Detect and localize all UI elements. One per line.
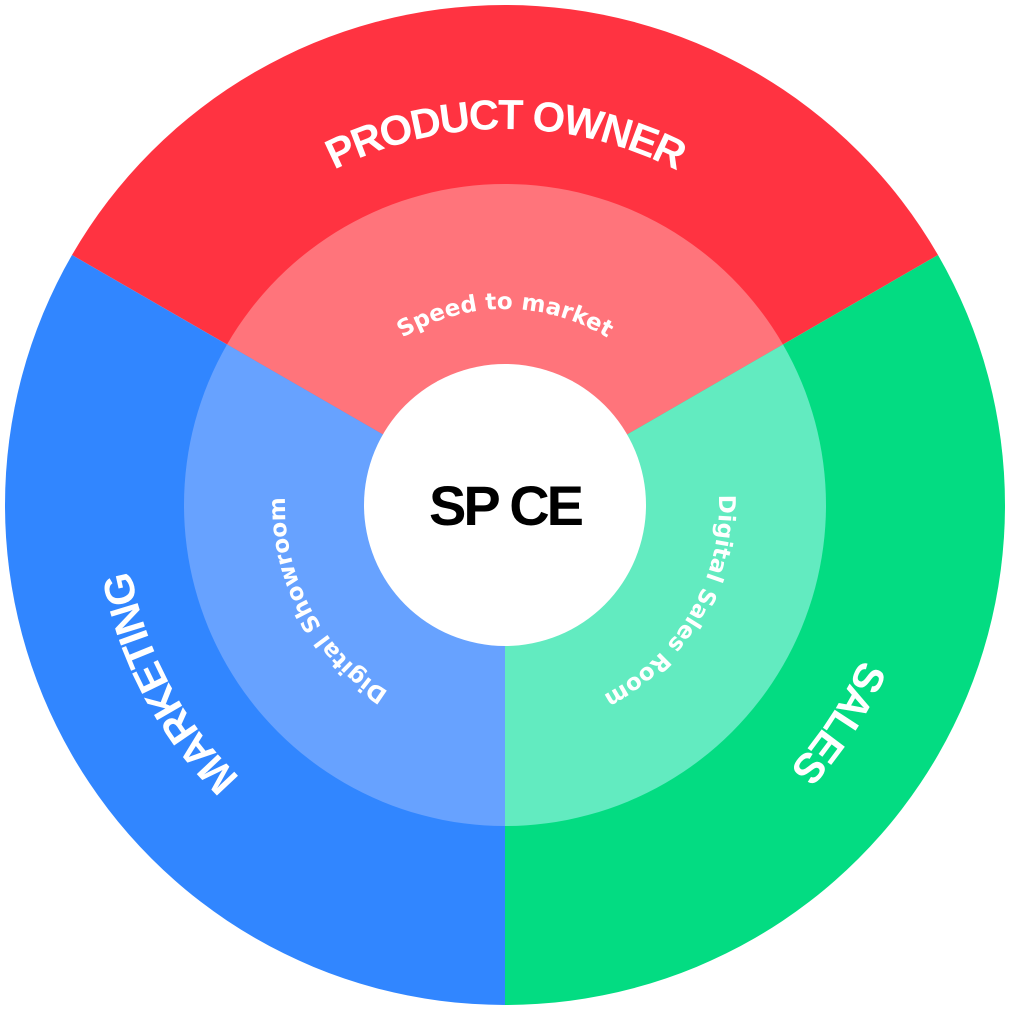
center-label: SP CE: [429, 474, 583, 537]
center-circle: [364, 364, 646, 646]
